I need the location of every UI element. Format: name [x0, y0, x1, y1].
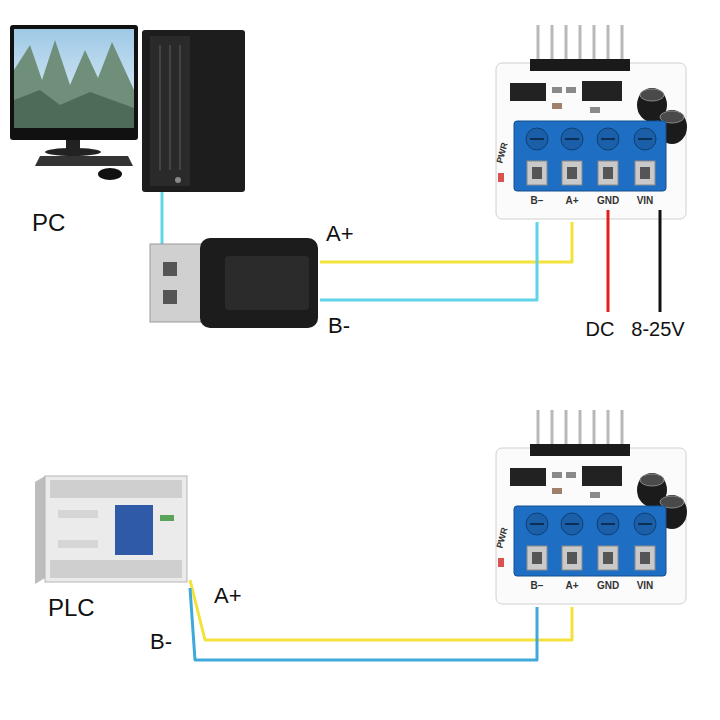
computer-drawing-part	[179, 45, 181, 170]
led-label: PWR	[496, 142, 511, 165]
usb-adapter-part	[225, 256, 309, 310]
device-label: PLC	[48, 595, 95, 621]
boards-part	[496, 25, 687, 219]
wire-label: A+	[324, 222, 356, 246]
converter-board: PWR B− A+ GND VIN	[490, 410, 690, 607]
usb-adapter-part	[163, 290, 177, 304]
computer-drawing-part	[159, 45, 161, 170]
computer-drawing-part	[150, 36, 190, 186]
plc-drawing-part	[50, 560, 182, 578]
signal-wire	[320, 222, 537, 300]
plc-drawing	[35, 476, 187, 584]
usb-cable-part	[161, 192, 164, 244]
plc-drawing-part	[50, 480, 182, 498]
usb-adapter-part	[163, 262, 177, 276]
voltage-label: 8-25V	[629, 318, 686, 340]
plc-drawing-part	[58, 510, 98, 518]
terminal-label: GND	[597, 195, 619, 206]
computer-drawing-part	[35, 156, 133, 166]
plc-drawing-part	[58, 540, 98, 548]
terminal-label: B−	[530, 580, 543, 591]
boards	[496, 25, 687, 604]
terminal-label: A+	[565, 580, 578, 591]
terminal-label: A+	[565, 195, 578, 206]
power-wires	[608, 210, 660, 312]
power-wires-part	[659, 210, 662, 312]
terminal-label: GND	[597, 580, 619, 591]
device-label: PC	[32, 210, 65, 236]
terminal-label: VIN	[637, 195, 654, 206]
computer-drawing	[10, 25, 245, 192]
computer-drawing-part	[14, 40, 134, 128]
computer-drawing-part	[98, 168, 122, 180]
signal-wire	[190, 580, 572, 640]
plc-drawing-part	[160, 515, 174, 521]
wire-label: B-	[326, 314, 352, 338]
plc-node: PLC	[30, 468, 190, 625]
usb-adapter-part	[200, 238, 318, 328]
computer-drawing-part	[10, 25, 138, 140]
pc-node: PC	[10, 20, 320, 340]
usb-adapter-part	[150, 244, 206, 322]
usb-cable	[162, 192, 163, 244]
plc-drawing-part	[35, 476, 45, 584]
usb-adapter	[150, 238, 318, 328]
power-label: DC	[584, 318, 617, 340]
plc-drawing-part	[45, 476, 187, 582]
wire-label: A+	[212, 584, 244, 608]
power-wires-part	[607, 210, 610, 312]
plc-drawing-part	[115, 505, 153, 555]
wire-label: B-	[148, 630, 174, 654]
computer-drawing-part	[14, 29, 134, 128]
computer-drawing-part	[175, 177, 181, 183]
led-label: PWR	[496, 527, 511, 550]
converter-board: PWR B− A+ GND VIN	[490, 25, 690, 222]
computer-drawing-part	[142, 30, 245, 192]
signal-wire	[320, 222, 572, 262]
computer-drawing-part	[169, 45, 171, 170]
boards-part	[496, 410, 687, 604]
terminal-label: VIN	[637, 580, 654, 591]
computer-drawing-part	[45, 148, 101, 156]
computer-drawing-part	[14, 90, 134, 128]
terminal-label: B−	[530, 195, 543, 206]
